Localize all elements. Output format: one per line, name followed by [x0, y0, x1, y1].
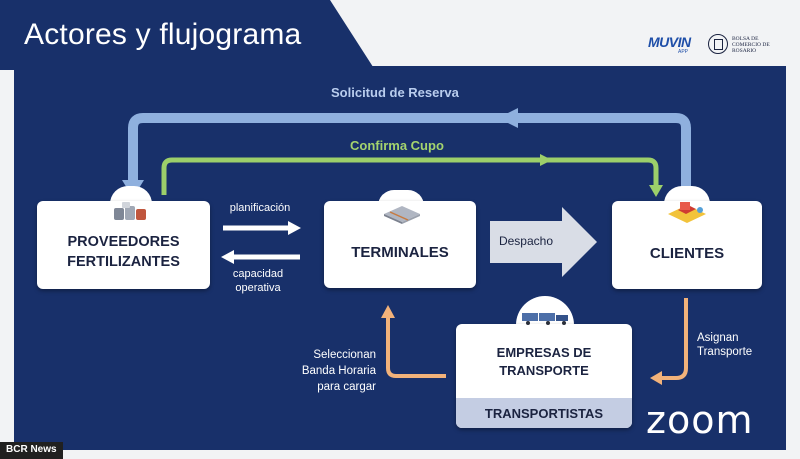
source-tag: BCR News: [0, 442, 63, 459]
capacidad-label: capacidad operativa: [232, 268, 284, 294]
asignan-arrowhead: [650, 371, 662, 385]
title-banner: [0, 0, 375, 70]
muvin-logo-text: MUVIN: [648, 34, 691, 50]
confirma-arrowhead-end: [649, 185, 663, 197]
page-title: Actores y flujograma: [24, 18, 302, 51]
bcr-logo-text: BOLSA DE COMERCIO DE ROSARIO: [732, 36, 770, 54]
seleccionan-label: Seleccionan Banda Horaria para cargar: [301, 349, 376, 393]
empresas-box: EMPRESAS DE TRANSPORTE TRANSPORTISTAS: [456, 324, 632, 428]
terminales-label: TERMINALES: [351, 244, 449, 261]
proveedores-line1: PROVEEDORES: [67, 234, 180, 250]
proveedores-icon-dome: [110, 186, 152, 204]
planificacion-label: planificación: [229, 202, 291, 214]
truck-icon: [522, 313, 568, 325]
bcr-seal-icon: [708, 34, 728, 54]
solicitud-arrow: [128, 113, 691, 198]
farm-icon: [668, 202, 706, 223]
seleccionan-arrowhead: [381, 305, 395, 318]
confirma-arrow: [161, 157, 659, 195]
fertilizer-bags-icon: [114, 202, 146, 220]
confirma-arrowhead-mid: [540, 154, 552, 166]
confirma-label: Confirma Cupo: [350, 138, 444, 153]
muvin-logo-subtext: APP: [678, 49, 689, 55]
solicitud-label: Solicitud de Reserva: [331, 85, 459, 100]
bcr-logo: BOLSA DE COMERCIO DE ROSARIO: [708, 34, 788, 58]
empresas-line1: EMPRESAS DE: [496, 345, 592, 360]
proveedores-line2: FERTILIZANTES: [67, 254, 180, 270]
muvin-logo: MUVIN APP: [648, 34, 698, 56]
warehouse-icon: [384, 206, 420, 224]
despacho-arrow: [490, 207, 597, 277]
zoom-watermark: zoom: [646, 398, 754, 442]
capacidad-arrowhead: [221, 250, 234, 264]
transportistas-band: TRANSPORTISTAS: [456, 398, 632, 428]
planificacion-arrowhead: [288, 221, 301, 235]
solicitud-arrowhead-top: [498, 108, 518, 128]
clientes-icon-dome: [664, 186, 710, 204]
despacho-label: Despacho: [498, 234, 554, 248]
asignan-label: Asignan Transporte: [697, 332, 753, 358]
empresas-line2: TRANSPORTE: [499, 363, 589, 378]
clientes-label: CLIENTES: [649, 244, 725, 262]
transportistas-label: TRANSPORTISTAS: [484, 405, 604, 421]
